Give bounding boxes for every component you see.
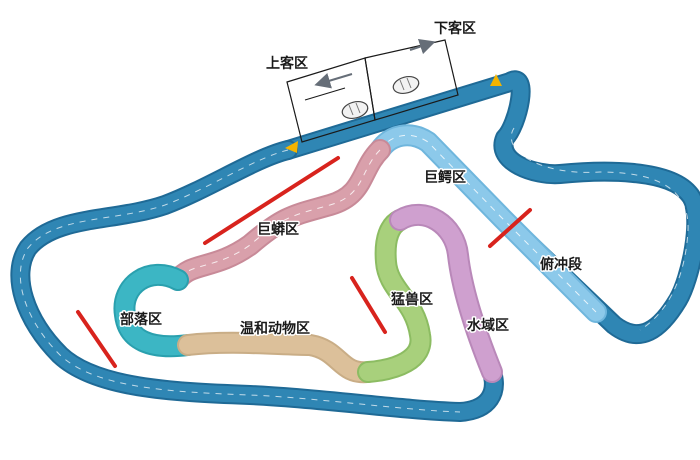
svg-text:猛兽区: 猛兽区 [390,291,433,308]
alighting-label: 下客区 [434,20,476,37]
gentle-section [177,331,379,384]
python-label: 巨蟒区 [257,221,299,238]
barrier-line [350,276,387,334]
direction-arrow-icon [490,74,502,86]
svg-text:俯冲段: 俯冲段 [540,256,582,273]
beast-section [357,209,432,383]
barrier-line [76,310,117,368]
svg-text:巨鳄区: 巨鳄区 [424,169,466,186]
barrier-line [488,208,532,248]
direction-arrow-icon [285,141,298,153]
alighting-direction-arrow-icon [409,38,436,55]
station-frame [286,38,459,143]
vehicle-icon [392,75,420,95]
python-section [167,139,391,291]
tribe-section [113,264,199,358]
boarding-label: 上客区 [266,55,308,72]
svg-text:巨蟒区: 巨蟒区 [257,221,299,238]
outer-track [10,70,700,422]
water-label: 水域区 [467,317,509,334]
svg-text:温和动物区: 温和动物区 [240,320,310,337]
boarding-direction-arrow-icon [314,73,353,89]
dive-label: 俯冲段 [540,256,582,273]
barrier-line [203,156,340,245]
vehicle-icon [341,100,369,120]
svg-text:部落区: 部落区 [120,311,162,328]
crocodile-label: 巨鳄区 [424,169,466,186]
zone-labels: 上客区 下客区 巨鳄区 巨鳄区 巨蟒区 巨蟒区 俯冲段 俯冲段 猛兽区 猛兽区 … [119,20,584,339]
water-section [389,204,503,383]
barrier-lines [76,156,532,368]
beast-label: 猛兽区 [390,291,433,308]
gentle-animal-label: 温和动物区 [240,320,310,337]
svg-text:水域区: 水域区 [467,317,509,334]
tribe-label: 部落区 [120,311,162,328]
